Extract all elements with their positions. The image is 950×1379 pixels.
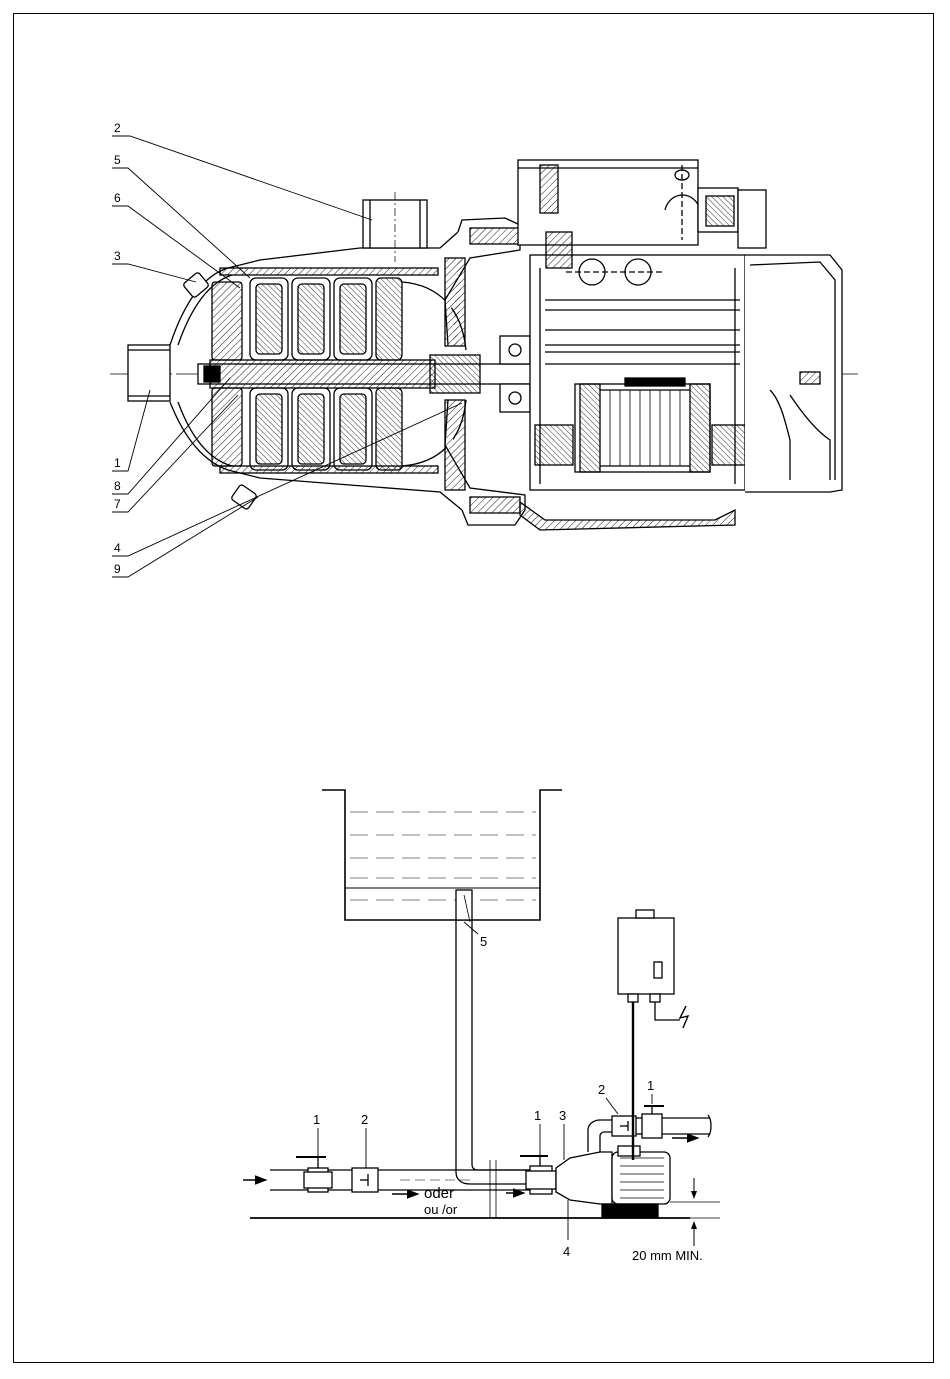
valve-right-label: 1 — [647, 1078, 654, 1093]
tank-outlet-label: 5 — [480, 934, 487, 949]
valve-mid-label: 1 — [534, 1108, 541, 1123]
installation-diagram — [250, 790, 720, 1218]
base-label: 4 — [563, 1244, 570, 1259]
pump-label-3: 3 — [114, 249, 121, 263]
valve-left-label: 1 — [313, 1112, 320, 1127]
pump-label-7: 7 — [114, 497, 121, 511]
pump-label-4: 4 — [114, 541, 121, 555]
clearance-label: 20 mm MIN. — [632, 1248, 703, 1263]
pump-label-8: 8 — [114, 479, 121, 493]
pump-label-2: 2 — [114, 121, 121, 135]
flow-text: oder — [424, 1185, 454, 1202]
pump-label: 3 — [559, 1108, 566, 1123]
check-left-label: 2 — [361, 1112, 368, 1127]
impeller-stages-lower — [212, 388, 466, 470]
check-right-label: 2 — [598, 1082, 605, 1097]
pump-label-9: 9 — [114, 562, 121, 576]
impeller-stages-upper — [212, 278, 466, 360]
pump-label-6: 6 — [114, 191, 121, 205]
pump-part-labels: 2 5 6 3 1 8 7 4 9 — [114, 121, 121, 576]
pump-label-5: 5 — [114, 153, 121, 167]
pump-label-1: 1 — [114, 456, 121, 470]
flow-text-sub: ou /or — [424, 1202, 458, 1217]
pump-cross-section — [110, 160, 860, 530]
